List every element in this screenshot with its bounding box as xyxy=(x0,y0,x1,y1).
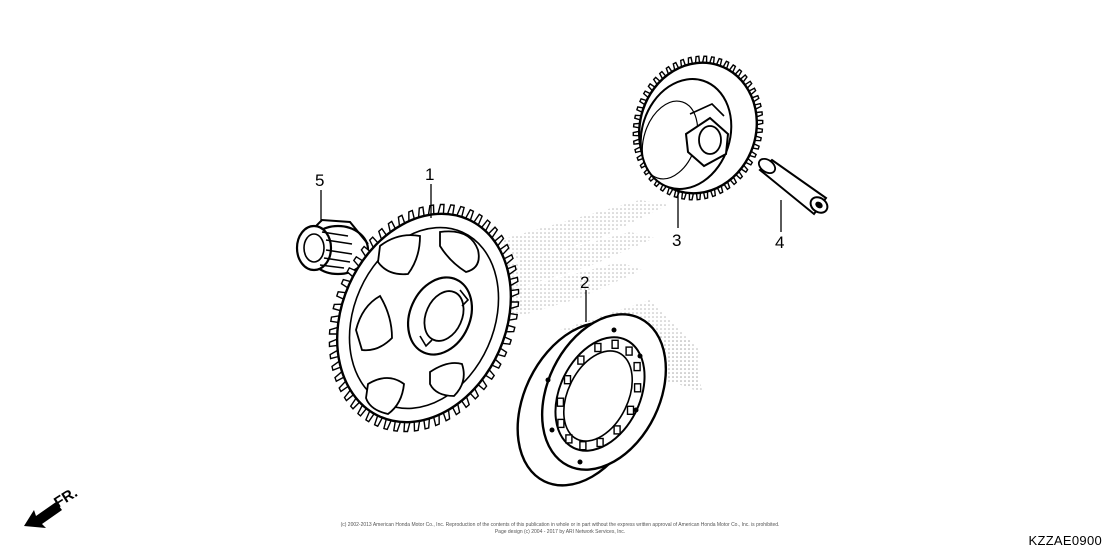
starter-driven-gear-part[interactable] xyxy=(305,186,543,450)
callout-3[interactable]: 3 xyxy=(672,231,681,250)
idle-gear-shaft-part[interactable] xyxy=(756,156,830,216)
clutch-sprag xyxy=(556,397,565,407)
callout-5[interactable]: 5 xyxy=(315,171,324,190)
clutch-sprag xyxy=(613,425,621,435)
leader-lines xyxy=(320,184,782,322)
clutch-sprag xyxy=(625,346,633,356)
clutch-sprag xyxy=(626,405,635,415)
clutch-sprag xyxy=(563,375,572,385)
callout-1[interactable]: 1 xyxy=(425,165,434,184)
gear-tooth xyxy=(437,203,445,215)
diagram-code: KZZAE0900 xyxy=(1028,533,1102,548)
starter-idle-gear-part[interactable] xyxy=(622,47,773,208)
copyright-line-2: Page design (c) 2004 - 2017 by ARI Netwo… xyxy=(494,529,626,535)
clutch-sprag xyxy=(633,383,642,393)
copyright-notice: (c) 2002-2013 American Honda Motor Co., … xyxy=(300,522,820,536)
copyright-line-1: (c) 2002-2013 American Honda Motor Co., … xyxy=(340,522,780,528)
clutch-sprag xyxy=(557,418,565,429)
gear-tooth xyxy=(403,421,411,433)
clutch-sprag xyxy=(594,342,602,353)
clutch-sprag xyxy=(596,437,604,448)
clutch-sprag xyxy=(611,339,619,349)
clutch-sprag xyxy=(633,361,641,372)
callout-2[interactable]: 2 xyxy=(580,273,589,292)
clutch-sprag xyxy=(565,434,573,444)
clutch-sprag xyxy=(579,441,587,451)
front-arrow-icon xyxy=(24,502,62,528)
starter-clutch-part[interactable] xyxy=(492,294,690,507)
callout-4[interactable]: 4 xyxy=(775,233,784,252)
needle-bearing-part[interactable] xyxy=(295,218,370,276)
clutch-sprag xyxy=(577,355,585,365)
